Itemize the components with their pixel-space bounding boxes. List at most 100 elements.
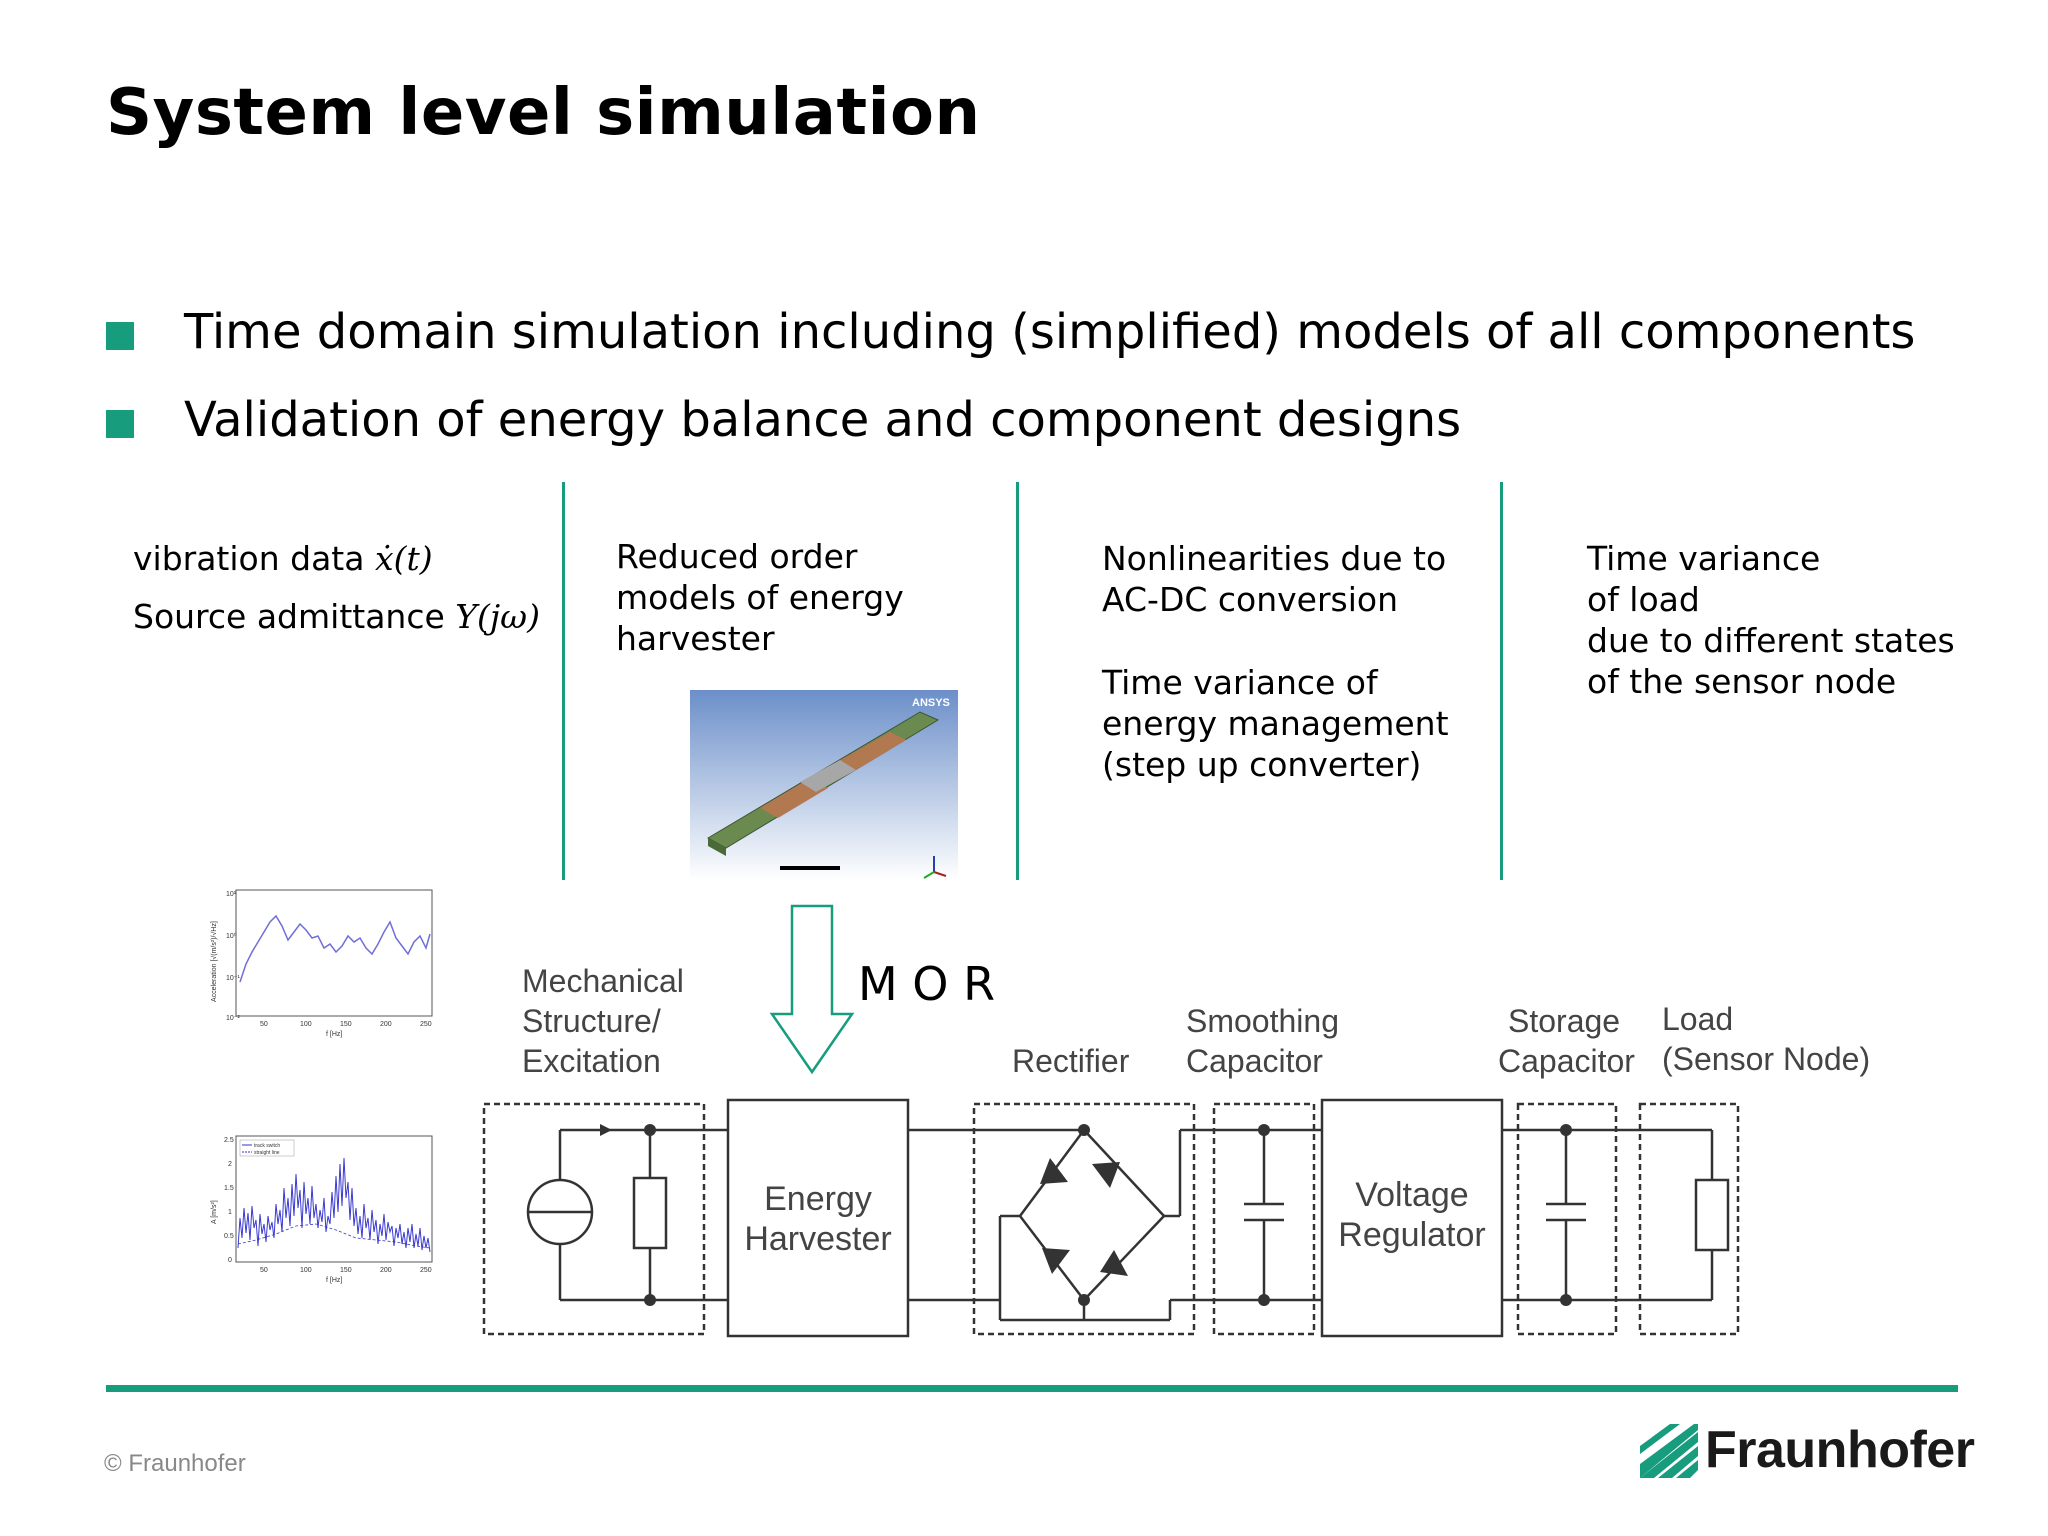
time-variance-energy-text: Time variance of energy management (step… (1102, 663, 1449, 784)
y-tick: 0 (228, 1257, 232, 1264)
fea-logo: ANSYS (912, 697, 950, 709)
rectifier-diodes (1040, 1158, 1128, 1276)
column-divider (1016, 482, 1019, 880)
rectifier-box (972, 1102, 1196, 1336)
mechanical-source-box (482, 1102, 706, 1336)
fraunhofer-logo-mark (1640, 1424, 1698, 1478)
load-label: Load (1662, 1001, 1733, 1037)
mor-label: M O R (858, 957, 995, 1011)
logo-stripe (1640, 1432, 1698, 1478)
y-tick: 2.5 (224, 1137, 234, 1144)
signal-line (237, 1157, 431, 1253)
x-tick: 250 (420, 1021, 432, 1028)
column-divider (1500, 482, 1503, 880)
x-tick: 150 (340, 1021, 352, 1028)
y-tick: 10⁻² (226, 1015, 240, 1022)
diode (1040, 1158, 1068, 1184)
vibration-amplitude-plot: A [m/s²] 2.5 2 1.5 1 0.5 0 track switch … (211, 1135, 433, 1284)
x-tick: 50 (260, 1267, 268, 1274)
plot-x-label: f [Hz] (326, 1031, 342, 1038)
fea-model-image: ANSYS (690, 690, 958, 880)
y-tick: 1 (228, 1209, 232, 1216)
x-tick: 250 (420, 1267, 432, 1274)
logo-stripe (1658, 1446, 1698, 1478)
logo-stripe (1640, 1424, 1680, 1454)
mechanical-label: Excitation (522, 1043, 661, 1079)
copyright-text: © Fraunhofer (104, 1450, 246, 1477)
bullet-marker (106, 322, 134, 350)
source-circuit (526, 1128, 728, 1302)
fea-axis-triad (923, 871, 935, 879)
node (644, 1294, 656, 1306)
voltage-regulator-block (1320, 1098, 1504, 1338)
y-tick: 10¹ (226, 891, 237, 898)
bullet-marker (106, 410, 134, 438)
fea-mass (800, 760, 856, 792)
legend-entry: track switch (254, 1143, 280, 1149)
fraunhofer-logo-text: Fraunhofer (1705, 1421, 1975, 1479)
x-tick: 100 (300, 1021, 312, 1028)
node (1258, 1124, 1270, 1136)
node (1078, 1124, 1090, 1136)
source-admittance-text: Source admittance Y(jω) (133, 597, 540, 636)
wires (908, 1128, 1730, 1322)
rectifier-label: Rectifier (1012, 1043, 1130, 1079)
plot-y-label: Acceleration [√(m/s²)/√Hz] (210, 921, 218, 1002)
energy-harvester-label: Harvester (744, 1220, 891, 1258)
smoothing-label: Smoothing (1186, 1003, 1339, 1039)
y-tick: 10⁻¹ (226, 975, 240, 982)
current-arrow (600, 1124, 612, 1136)
y-tick: 0.5 (224, 1233, 234, 1240)
spectrum-line (239, 914, 431, 983)
slide-title: System level simulation (106, 76, 981, 150)
system-block-diagram: M O R Mechanical Structure/ Excitation R… (482, 904, 1870, 1338)
smoothing-capacitor-box (1212, 1102, 1316, 1336)
energy-harvester-label: Energy (764, 1180, 872, 1218)
voltage-regulator-label: Voltage (1355, 1176, 1468, 1214)
x-tick: 50 (260, 1021, 268, 1028)
y-tick: 10⁰ (226, 932, 237, 940)
energy-harvester-block (726, 1098, 910, 1338)
plot-frame (235, 1135, 433, 1263)
load-label: (Sensor Node) (1662, 1041, 1870, 1077)
time-variance-load-text: Time variance of load due to different s… (1587, 539, 1955, 701)
node (1560, 1294, 1572, 1306)
x-tick: 200 (380, 1267, 392, 1274)
voltage-regulator-label: Regulator (1338, 1216, 1485, 1254)
logo-stripe (1640, 1424, 1698, 1478)
x-tick: 100 (300, 1267, 312, 1274)
legend-entry: straight line (254, 1150, 280, 1156)
reduced-order-text: Reduced order models of energy harvester (616, 537, 904, 658)
diode (1042, 1248, 1070, 1274)
column-divider (562, 482, 565, 880)
storage-label: Capacitor (1498, 1043, 1635, 1079)
diode (1092, 1162, 1120, 1188)
plot-x-label: f [Hz] (326, 1277, 342, 1284)
y-tick: 2 (228, 1161, 232, 1168)
node (644, 1124, 656, 1136)
smoothing-label: Capacitor (1186, 1043, 1323, 1079)
node (1258, 1294, 1270, 1306)
mechanical-label: Mechanical (522, 963, 684, 999)
fea-axis-triad (933, 871, 947, 877)
y-tick: 1.5 (224, 1185, 234, 1192)
storage-label: Storage (1508, 1003, 1620, 1039)
logo-stripe (1676, 1460, 1698, 1478)
footer-divider (106, 1385, 1958, 1392)
plot-y-label: A [m/s²] (211, 1200, 218, 1224)
plot-legend (239, 1139, 295, 1157)
mor-arrow (769, 904, 855, 1075)
vibration-data-text: vibration data ẋ(t) (133, 539, 433, 578)
diode (1100, 1250, 1128, 1276)
plot-frame (235, 889, 433, 1017)
fea-scale-bar (780, 866, 840, 870)
acceleration-spectrum-plot: Acceleration [√(m/s²)/√Hz] 10¹ 10⁰ 10⁻¹ … (210, 889, 433, 1038)
load-box (1638, 1102, 1740, 1336)
nonlinearities-text: Nonlinearities due to AC-DC conversion (1102, 539, 1447, 619)
x-tick: 200 (380, 1021, 392, 1028)
node (1560, 1124, 1572, 1136)
node (1078, 1294, 1090, 1306)
mechanical-label: Structure/ (522, 1003, 661, 1039)
bullet-2: Validation of energy balance and compone… (184, 392, 1462, 448)
bullet-1: Time domain simulation including (simpli… (184, 304, 1916, 360)
